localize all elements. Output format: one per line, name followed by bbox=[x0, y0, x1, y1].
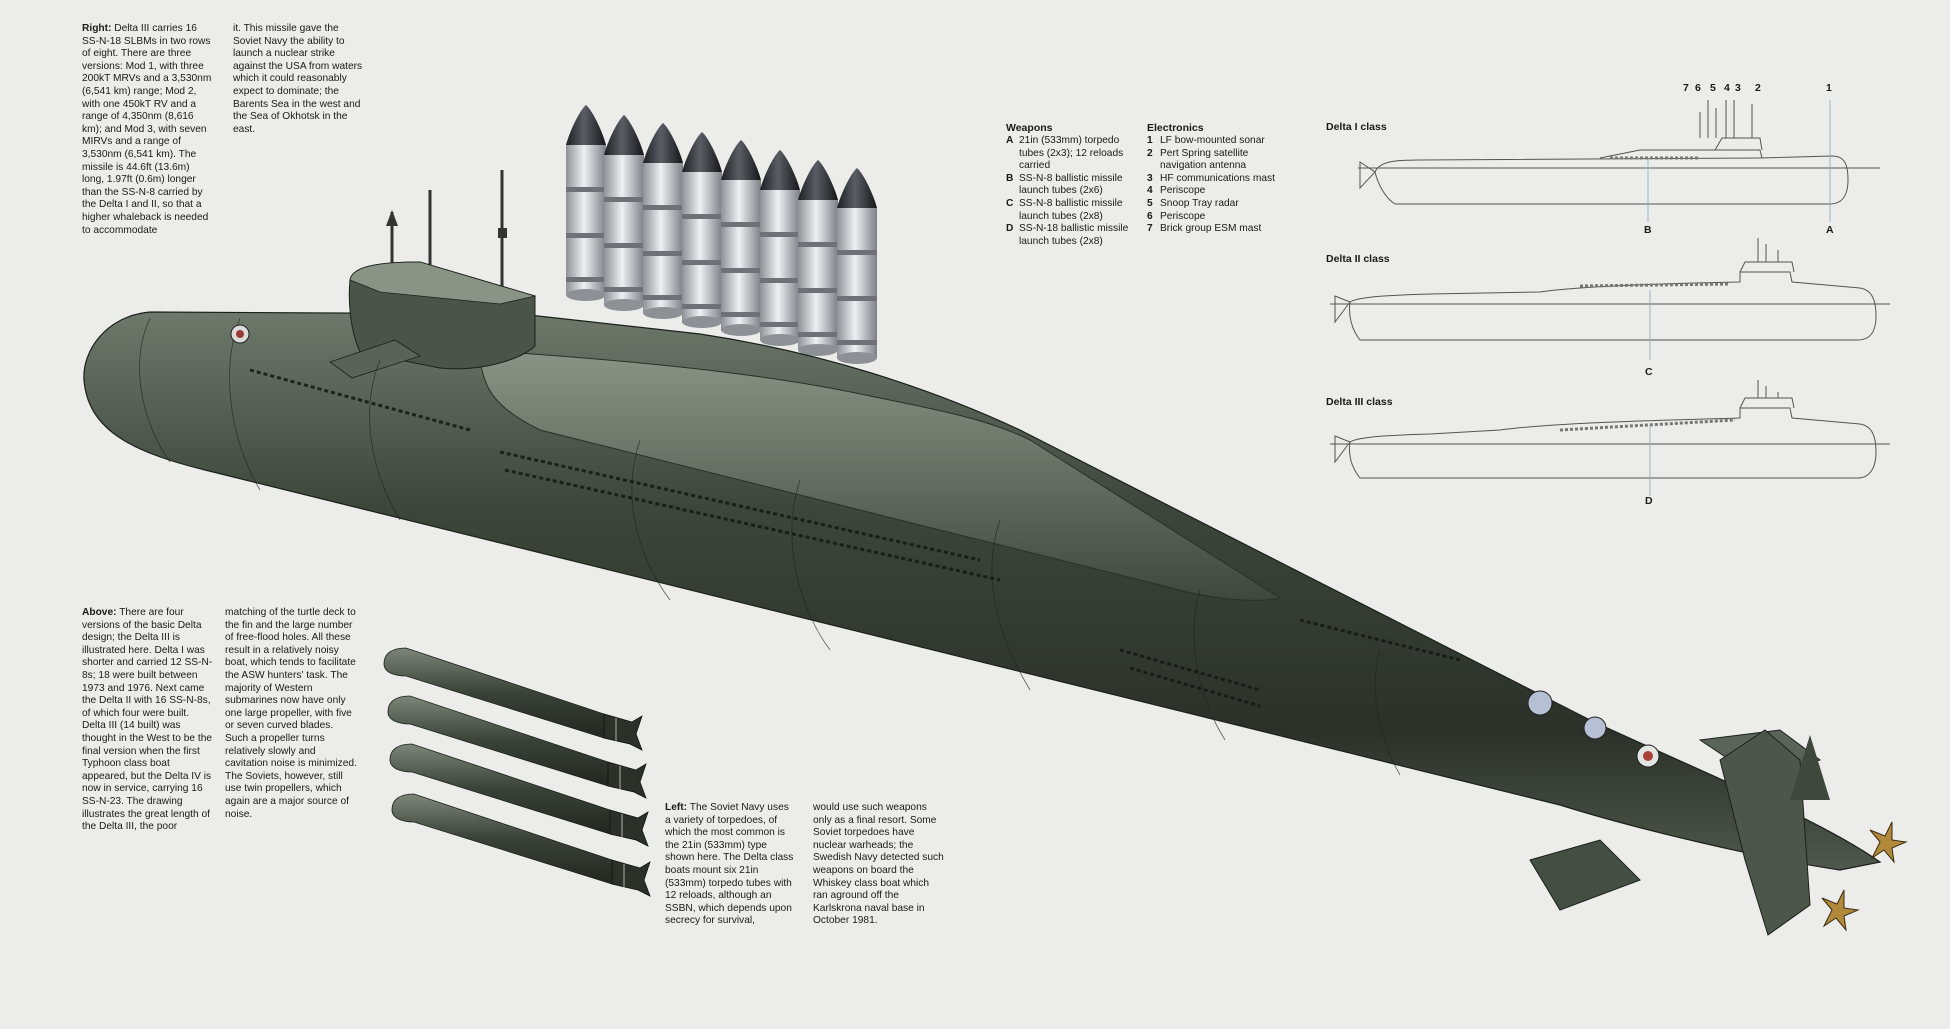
electronics-list: 1 LF bow-mounted sonar 2 Pert Spring satel… bbox=[1147, 135, 1275, 236]
submarine-delta-iii bbox=[83, 170, 1908, 936]
weapons-key: D bbox=[1006, 223, 1014, 235]
weapons-text: SS-N-8 ballistic missile launch tubes (2… bbox=[1019, 197, 1123, 222]
caption-right-text1: Delta III carries 16 SS-N-18 SLBMs in tw… bbox=[82, 23, 212, 236]
mast-number-3: 3 bbox=[1735, 82, 1741, 94]
caption-above-col2: matching of the turtle deck to the fin a… bbox=[225, 607, 357, 820]
delta-i-profile bbox=[1358, 100, 1880, 222]
missile bbox=[604, 115, 644, 311]
delta-i-label: Delta I class bbox=[1326, 121, 1387, 133]
marker-a: A bbox=[1826, 224, 1834, 236]
weapons-key: A bbox=[1006, 135, 1014, 146]
caption-right-col1: Right: Delta III carries 16 SS-N-18 SLBM… bbox=[82, 23, 214, 237]
weapons-item: C SS-N-8 ballistic missile launch tubes (… bbox=[1006, 198, 1134, 223]
weapons-text: 21in (533mm) torpedo tubes (2x3); 12 rel… bbox=[1019, 135, 1124, 172]
missile bbox=[566, 105, 606, 301]
caption-above-lead: Above: bbox=[82, 607, 117, 618]
caption-right-lead: Right: bbox=[82, 23, 112, 34]
missile bbox=[760, 150, 800, 346]
mast-number-2: 2 bbox=[1755, 82, 1761, 94]
missile bbox=[682, 132, 722, 328]
marker-c: C bbox=[1645, 366, 1653, 378]
electronics-key: 4 bbox=[1147, 185, 1153, 197]
weapons-title: Weapons bbox=[1006, 122, 1053, 134]
electronics-text: Pert Spring satellite navigation antenna bbox=[1160, 147, 1249, 172]
electronics-text: HF communications mast bbox=[1160, 172, 1275, 184]
weapons-list: A 21in (533mm) torpedo tubes (2x3); 12 re… bbox=[1006, 135, 1134, 248]
electronics-key: 6 bbox=[1147, 210, 1153, 222]
weapons-key: B bbox=[1006, 172, 1014, 184]
electronics-item: 5 Snoop Tray radar bbox=[1147, 198, 1275, 211]
electronics-text: Periscope bbox=[1160, 185, 1206, 197]
mast-number-5: 5 bbox=[1710, 82, 1716, 94]
marker-d: D bbox=[1645, 495, 1653, 507]
caption-above-col1: Above: There are four versions of the ba… bbox=[82, 607, 214, 834]
electronics-item: 7 Brick group ESM mast bbox=[1147, 223, 1275, 236]
weapons-key: C bbox=[1006, 197, 1014, 209]
delta-ii-label: Delta II class bbox=[1326, 253, 1390, 265]
electronics-item: 1 LF bow-mounted sonar bbox=[1147, 135, 1275, 148]
mast-number-7: 7 bbox=[1683, 82, 1689, 94]
delta-ii-profile bbox=[1330, 238, 1890, 360]
caption-left-col1: Left: The Soviet Navy uses a variety of … bbox=[665, 802, 797, 928]
electronics-item: 6 Periscope bbox=[1147, 211, 1275, 224]
electronics-item: 2 Pert Spring satellite navigation antenn… bbox=[1147, 148, 1275, 173]
electronics-key: 5 bbox=[1147, 197, 1153, 209]
marker-b: B bbox=[1644, 224, 1652, 236]
missile bbox=[837, 168, 877, 364]
missile bbox=[798, 160, 838, 356]
caption-above-text1: There are four versions of the basic Del… bbox=[82, 607, 213, 833]
caption-left-text1: The Soviet Navy uses a variety of torped… bbox=[665, 802, 794, 927]
electronics-key: 2 bbox=[1147, 147, 1153, 159]
mast-number-1: 1 bbox=[1826, 82, 1832, 94]
delta-iii-label: Delta III class bbox=[1326, 396, 1393, 408]
electronics-text: Snoop Tray radar bbox=[1160, 197, 1239, 209]
electronics-key: 7 bbox=[1147, 223, 1153, 235]
caption-left-col2: would use such weapons only as a final r… bbox=[813, 802, 944, 927]
weapons-item: A 21in (533mm) torpedo tubes (2x3); 12 re… bbox=[1006, 135, 1134, 173]
electronics-text: Periscope bbox=[1160, 210, 1206, 222]
torpedo bbox=[391, 793, 651, 897]
mast-number-6: 6 bbox=[1695, 82, 1701, 94]
weapons-item: D SS-N-18 ballistic missile launch tubes … bbox=[1006, 223, 1134, 248]
electronics-title: Electronics bbox=[1147, 122, 1204, 134]
electronics-key: 1 bbox=[1147, 135, 1153, 146]
electronics-key: 3 bbox=[1147, 172, 1153, 184]
missile bbox=[721, 140, 761, 336]
mast-number-4: 4 bbox=[1724, 82, 1730, 94]
caption-right-col2: it. This missile gave the Soviet Navy th… bbox=[233, 23, 363, 135]
caption-left-lead: Left: bbox=[665, 802, 688, 813]
electronics-text: LF bow-mounted sonar bbox=[1160, 135, 1265, 146]
weapons-text: SS-N-18 ballistic missile launch tubes (… bbox=[1019, 223, 1129, 247]
electronics-text: Brick group ESM mast bbox=[1160, 223, 1262, 235]
delta-iii-profile bbox=[1330, 380, 1890, 496]
weapons-text: SS-N-8 ballistic missile launch tubes (2… bbox=[1019, 172, 1123, 197]
torpedoes-group bbox=[383, 647, 651, 897]
electronics-item: 4 Periscope bbox=[1147, 185, 1275, 198]
electronics-item: 3 HF communications mast bbox=[1147, 173, 1275, 186]
missile bbox=[643, 123, 683, 319]
weapons-item: B SS-N-8 ballistic missile launch tubes (… bbox=[1006, 173, 1134, 198]
